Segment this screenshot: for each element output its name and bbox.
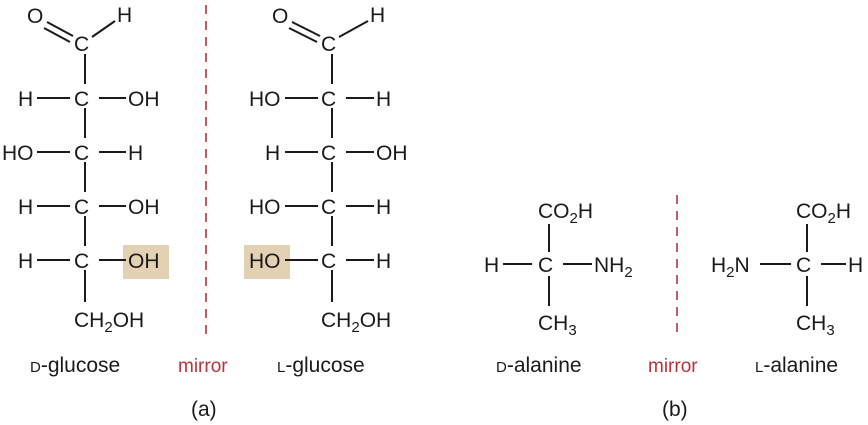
d-glucose-c1: C bbox=[74, 33, 89, 56]
l-glucose-c4: C bbox=[321, 196, 336, 219]
d-glucose-c3: C bbox=[74, 142, 89, 165]
d-glucose-label: D-glucose bbox=[30, 354, 120, 377]
d-glucose-c3-h: H bbox=[128, 142, 143, 165]
l-glucose-c4-ho: HO bbox=[249, 196, 281, 219]
d-glucose-c4-oh: OH bbox=[128, 196, 160, 219]
l-glucose-c2: C bbox=[321, 88, 336, 111]
d-glucose-c4-h: H bbox=[18, 196, 33, 219]
d-glucose-c2-oh: OH bbox=[128, 88, 160, 111]
d-glucose-c5-oh: OH bbox=[128, 250, 160, 273]
l-glucose-structure: O H C HO C H H C OH HO C H HO C H bbox=[244, 4, 408, 336]
d-alanine-h: H bbox=[484, 254, 499, 277]
panel-b-label: (b) bbox=[662, 398, 688, 421]
l-glucose-aldehyde-h: H bbox=[370, 4, 385, 27]
d-alanine-structure: CO2H H C NH2 CH3 bbox=[484, 200, 633, 339]
d-glucose-c2: C bbox=[74, 88, 89, 111]
l-glucose-c3-oh: OH bbox=[376, 142, 408, 165]
l-glucose-c1: C bbox=[321, 33, 336, 56]
l-alanine-label: L-alanine bbox=[755, 354, 838, 377]
l-glucose-ch2oh: CH2OH bbox=[321, 309, 391, 336]
mirror-label-b: mirror bbox=[648, 356, 698, 377]
l-alanine-h2n: H2N bbox=[711, 254, 750, 281]
d-alanine-c-alpha: C bbox=[538, 254, 553, 277]
l-glucose-c3: C bbox=[321, 142, 336, 165]
d-glucose-c3-ho: HO bbox=[2, 142, 34, 165]
d-alanine-ch3: CH3 bbox=[538, 312, 577, 339]
l-glucose-label: L-glucose bbox=[277, 354, 365, 377]
l-alanine-h: H bbox=[848, 254, 863, 277]
d-glucose-c5-h: H bbox=[18, 250, 33, 273]
d-glucose-c4: C bbox=[74, 196, 89, 219]
d-alanine-nh2: NH2 bbox=[594, 254, 633, 281]
l-alanine-cooh: CO2H bbox=[796, 200, 851, 227]
l-glucose-c3-h: H bbox=[265, 142, 280, 165]
d-glucose-c2-h: H bbox=[18, 88, 33, 111]
mirror-label-a: mirror bbox=[178, 356, 228, 377]
d-glucose-structure: O H C H C OH HO C H H C OH H C OH bbox=[2, 4, 169, 336]
d-glucose-highlight bbox=[123, 245, 169, 279]
l-glucose-c5-ho: HO bbox=[249, 250, 281, 273]
d-glucose-ch2oh: CH2OH bbox=[74, 309, 144, 336]
l-glucose-c5-h: H bbox=[376, 250, 391, 273]
d-alanine-label: D-alanine bbox=[496, 354, 582, 377]
l-alanine-ch3: CH3 bbox=[796, 312, 835, 339]
l-alanine-c-alpha: C bbox=[796, 254, 811, 277]
l-glucose-c4-h: H bbox=[376, 196, 391, 219]
l-glucose-c2-h: H bbox=[376, 88, 391, 111]
l-glucose-c2-ho: HO bbox=[249, 88, 281, 111]
l-glucose-c5: C bbox=[321, 250, 336, 273]
d-glucose-c5: C bbox=[74, 250, 89, 273]
l-alanine-structure: CO2H H2N C H CH3 bbox=[711, 200, 863, 339]
d-glucose-aldehyde-o: O bbox=[27, 5, 43, 28]
d-alanine-cooh: CO2H bbox=[538, 200, 593, 227]
l-glucose-aldehyde-o: O bbox=[272, 5, 288, 28]
d-glucose-aldehyde-h: H bbox=[117, 4, 132, 27]
l-glucose-highlight bbox=[244, 245, 290, 279]
panel-a-label: (a) bbox=[191, 398, 217, 421]
